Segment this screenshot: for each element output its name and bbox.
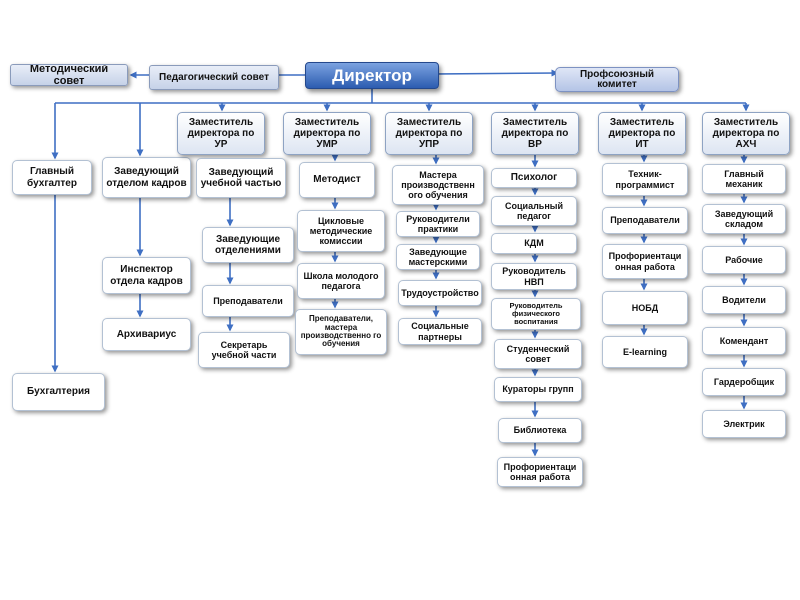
upr-social-partners-box: Социальные партнеры <box>398 318 482 345</box>
ahch-commandant-box: Комендант <box>702 327 786 355</box>
it-technician-programmer-box: Техник-программист <box>602 163 688 196</box>
upr-workshop-heads-box: Заведующие мастерскими <box>396 244 480 270</box>
deputy-upr-box: Заместитель директора по УПР <box>385 112 473 155</box>
hr-head-box: Заведующий отделом кадров <box>102 157 191 198</box>
ahch-electrician-box: Электрик <box>702 410 786 438</box>
upr-practice-leaders-box: Руководители практики <box>396 211 480 237</box>
vr-social-pedagogue-box: Социальный педагог <box>491 196 577 226</box>
pedagogical-council-box: Педагогический совет <box>149 65 279 90</box>
vr-library-box: Библиотека <box>498 418 582 443</box>
vr-nvp-head-box: Руководитель НВП <box>491 263 577 290</box>
ahch-drivers-box: Водители <box>702 286 786 314</box>
umr-methodologist-box: Методист <box>299 162 375 198</box>
deputy-ur-box: Заместитель директора по УР <box>177 112 265 155</box>
ahch-chief-mechanic-box: Главный механик <box>702 164 786 194</box>
ahch-warehouse-head-box: Заведующий складом <box>702 204 786 234</box>
ahch-workers-box: Рабочие <box>702 246 786 274</box>
trade-union-committee-box: Профсоюзный комитет <box>555 67 679 92</box>
it-teachers-box: Преподаватели <box>602 207 688 234</box>
vr-kdm-box: КДМ <box>491 233 577 254</box>
vr-psychologist-box: Психолог <box>491 168 577 188</box>
chief-accountant-box: Главный бухгалтер <box>12 160 92 195</box>
deputy-vr-box: Заместитель директора по ВР <box>491 112 579 155</box>
upr-employment-box: Трудоустройство <box>398 280 482 306</box>
it-career-guidance-box: Профориентаци онная работа <box>602 244 688 279</box>
it-e-learning-box: E-learning <box>602 336 688 368</box>
hr-inspector-box: Инспектор отдела кадров <box>102 257 191 294</box>
ur-department-heads-box: Заведующие отделениями <box>202 227 294 263</box>
ahch-cloakroom-box: Гардеробщик <box>702 368 786 396</box>
vr-pe-head-box: Руководитель физического воспитания <box>491 298 581 330</box>
upr-masters-box: Мастера производственн ого обучения <box>392 165 484 205</box>
ur-secretary-box: Секретарь учебной части <box>198 332 290 368</box>
deputy-umr-box: Заместитель директора по УМР <box>283 112 371 155</box>
umr-cycle-commissions-box: Цикловые методические комиссии <box>297 210 385 252</box>
ur-head-of-studies-box: Заведующий учебной частью <box>196 158 286 198</box>
accounting-box: Бухгалтерия <box>12 373 105 411</box>
ur-teachers-box: Преподаватели <box>202 285 294 317</box>
deputy-ahch-box: Заместитель директора по АХЧ <box>702 112 790 155</box>
director-box: Директор <box>305 62 439 89</box>
archivist-box: Архивариус <box>102 318 191 351</box>
umr-young-teacher-school-box: Школа молодого педагога <box>297 263 385 299</box>
umr-teachers-masters-box: Преподаватели, мастера производственно г… <box>295 309 387 355</box>
methodical-council-box: Методический совет <box>10 64 128 86</box>
vr-career-guidance-box: Профориентаци онная работа <box>497 457 583 487</box>
vr-group-curators-box: Кураторы групп <box>494 377 582 402</box>
it-nobd-box: НОБД <box>602 291 688 325</box>
vr-student-council-box: Студенческий совет <box>494 339 582 369</box>
deputy-it-box: Заместитель директора по ИТ <box>598 112 686 155</box>
